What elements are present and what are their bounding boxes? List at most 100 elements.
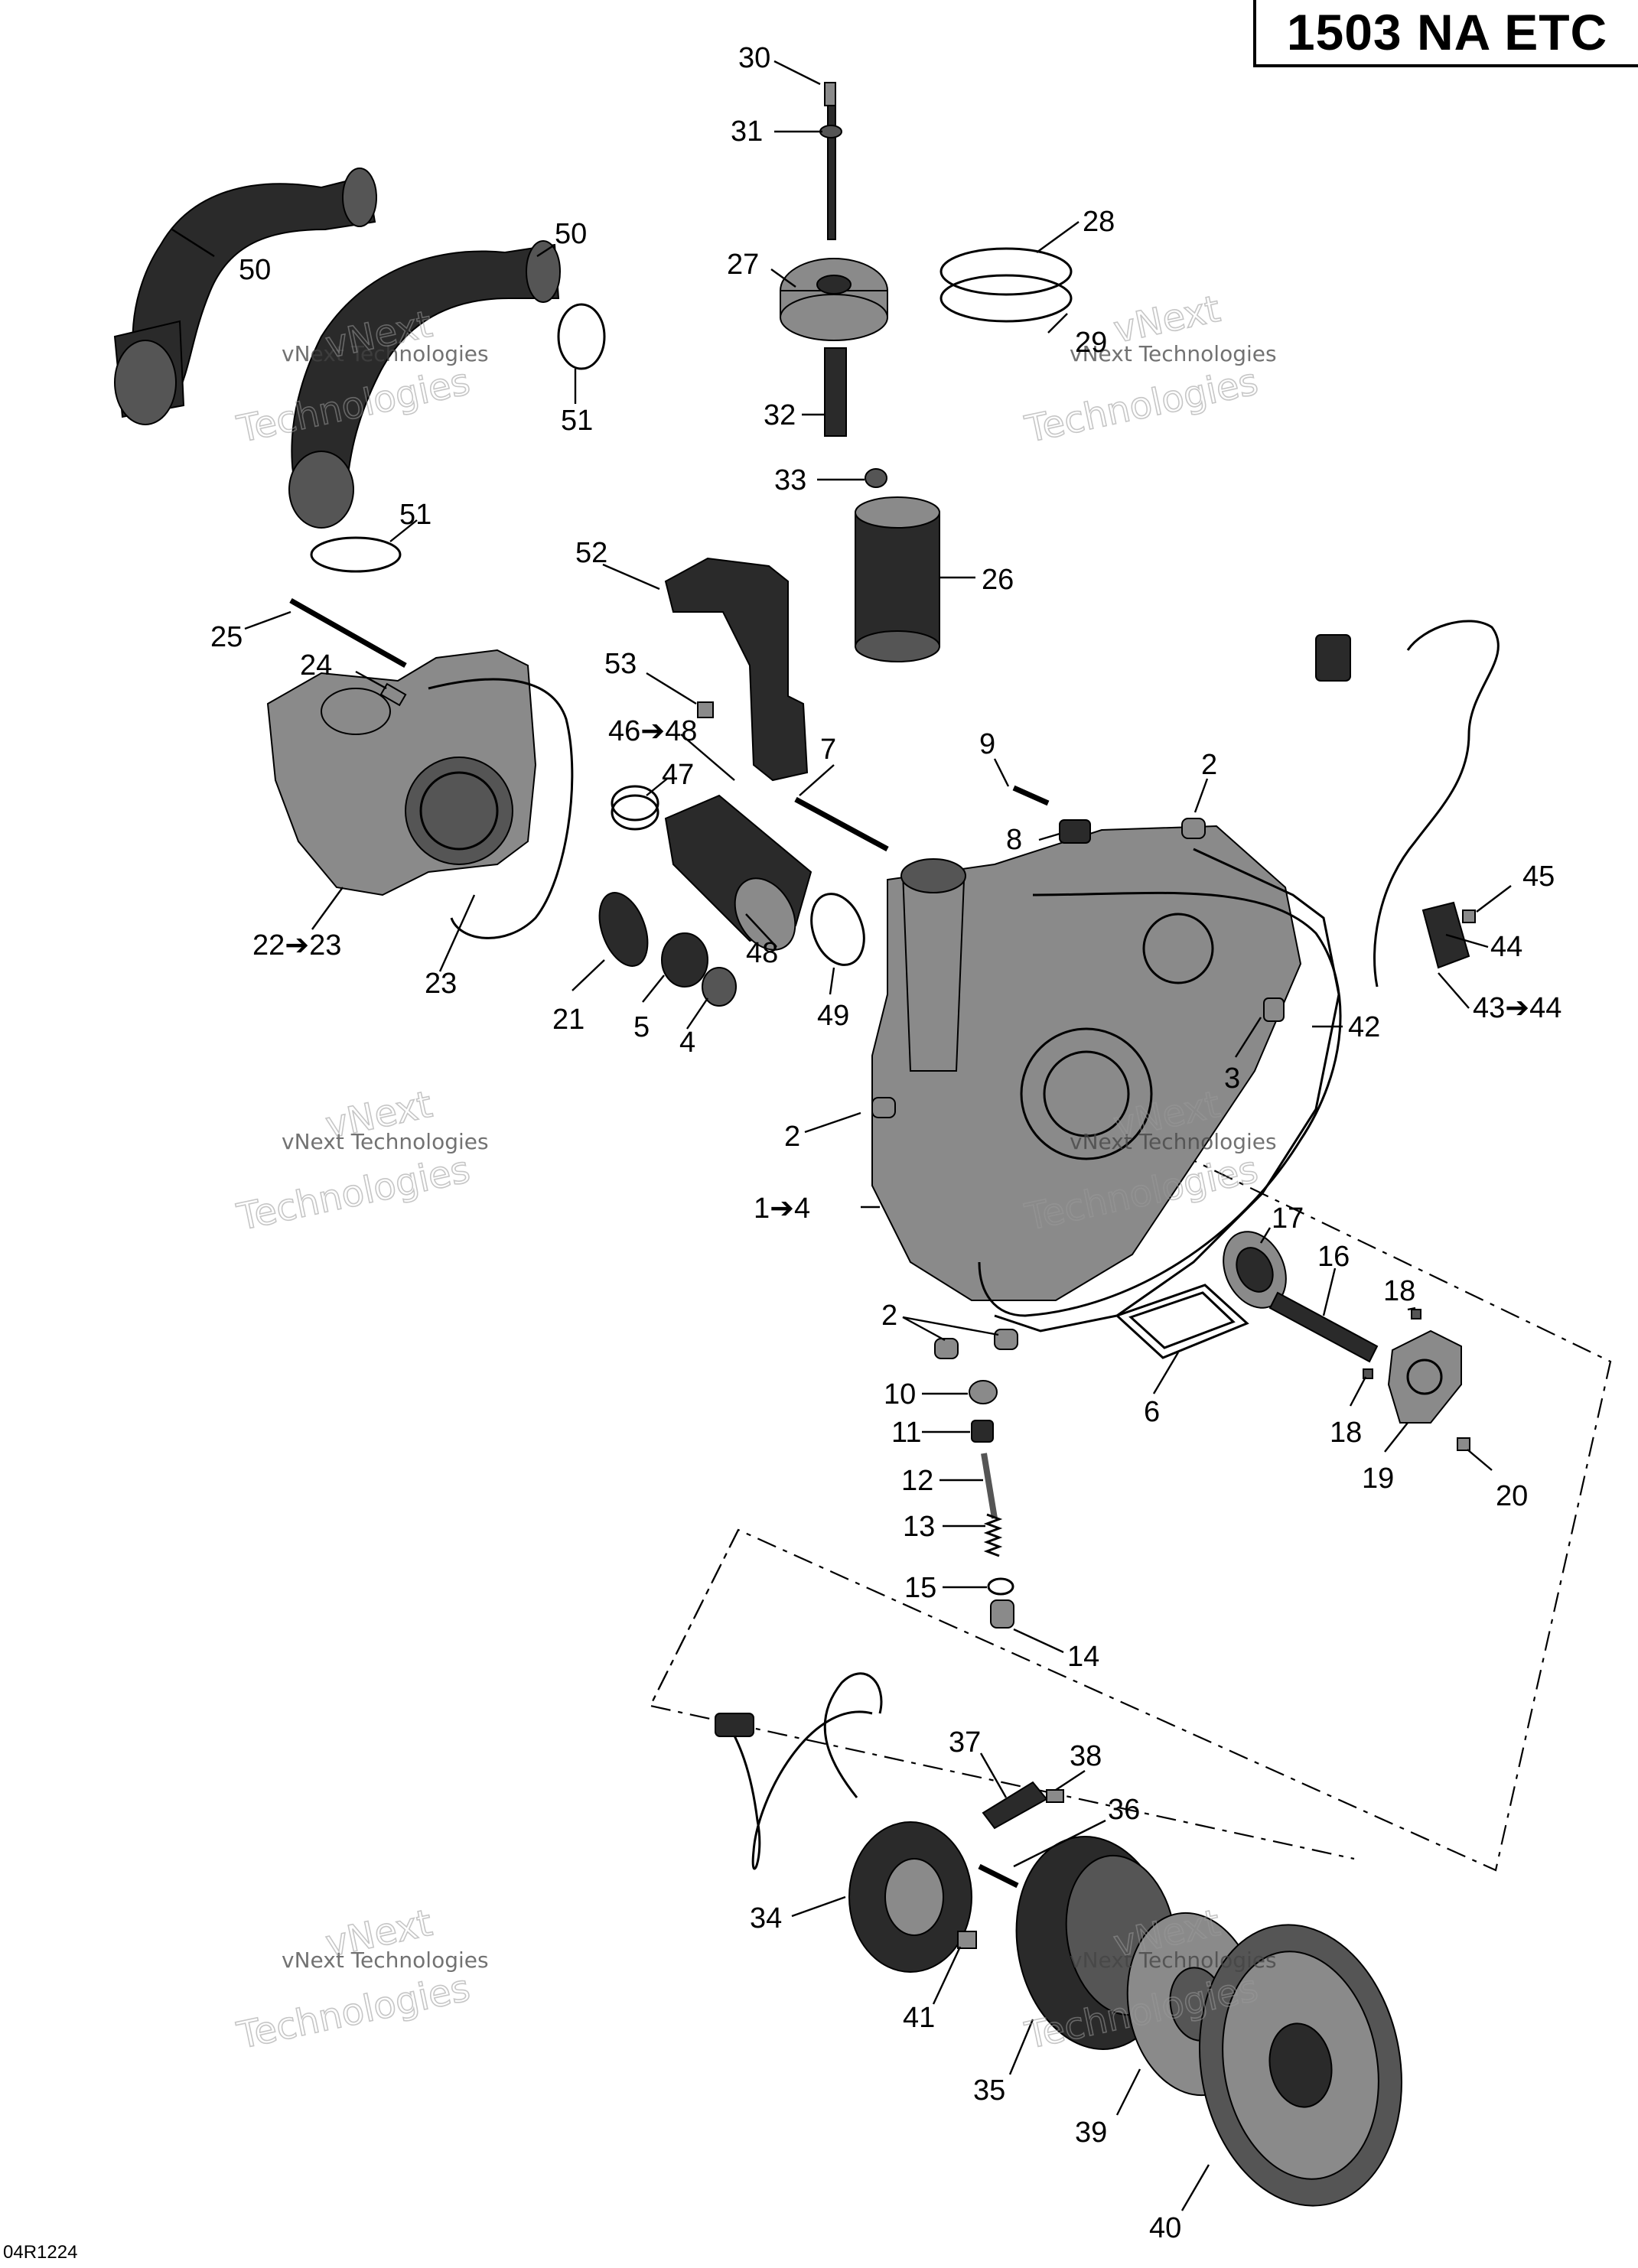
bearing-4 [702,967,737,1007]
svg-text:Technologies: Technologies [233,1967,474,2058]
callout-27: 27 [727,249,759,281]
leader-lines [171,60,1512,2211]
bracket-52 [664,557,809,782]
pin-18-a [1411,1309,1421,1319]
callout-10: 10 [884,1378,916,1411]
shaft-16 [1268,1291,1379,1363]
filter-assembly [780,82,1073,662]
svg-text:vNext Technologies: vNext Technologies [1070,1129,1277,1154]
callout-44: 44 [1490,931,1522,963]
callout-43-44: 43➔44 [1473,992,1561,1024]
svg-text:vNext Technologies: vNext Technologies [282,1129,489,1154]
water-pump-housing [266,649,574,939]
callout-39: 39 [1075,2117,1107,2149]
callout-36: 36 [1108,1794,1140,1826]
svg-text:vNext Technologies: vNext Technologies [282,341,489,366]
callout-51-upper: 51 [561,405,593,437]
callout-9: 9 [979,728,995,760]
callout-21: 21 [552,1004,585,1036]
plug-2-bottom-a [934,1338,959,1359]
callout-45: 45 [1522,861,1555,893]
bolt-41 [957,1931,977,1949]
gasket-42 [994,848,1340,1332]
oil-pump-gear-17 [1223,1231,1287,1309]
callout-1-4: 1➔4 [754,1193,810,1225]
callout-16: 16 [1317,1241,1350,1273]
callout-7: 7 [820,734,836,766]
callout-31: 31 [731,116,763,148]
reference-code: 04R1224 [3,2242,78,2263]
callout-25: 25 [210,621,243,653]
callout-32: 32 [764,399,796,431]
stator-connector [715,1713,754,1737]
svg-text:vNext Technologies: vNext Technologies [1070,341,1277,366]
retainer-37 [982,1781,1048,1830]
callout-37: 37 [949,1726,981,1759]
callout-34: 34 [750,1902,782,1934]
svg-text:vNext Technologies: vNext Technologies [282,1947,489,1973]
svg-text:Technologies: Technologies [1021,360,1262,451]
svg-text:Technologies: Technologies [233,1148,474,1239]
callout-23: 23 [425,968,457,1000]
hose-50-left [113,168,377,425]
callout-24: 24 [300,649,332,682]
pin-18-b [1363,1368,1373,1379]
callout-46-48: 46➔48 [608,715,697,747]
sleeve-48 [664,794,812,951]
ring-gear-40 [1199,1924,1402,2207]
callout-52: 52 [575,537,607,569]
callout-2-left: 2 [784,1121,800,1153]
callout-2-top: 2 [1201,749,1217,781]
callout-11: 11 [891,1417,921,1449]
callout-30: 30 [738,42,770,74]
gasket-6 [1115,1284,1249,1359]
callout-51-lower: 51 [399,499,431,531]
screw-38 [1046,1789,1064,1803]
plug-14 [990,1599,1014,1629]
assembly-dash-boundary-2 [650,1529,739,1707]
cap-10 [969,1380,998,1404]
callout-5: 5 [633,1011,650,1043]
callout-33: 33 [774,464,806,496]
bolt-24 [379,682,407,707]
callout-47: 47 [662,759,694,791]
spring-13 [983,1513,1003,1557]
callout-49: 49 [817,1000,849,1032]
svg-text:vNext Technologies: vNext Technologies [1070,1947,1277,1973]
callout-50-right: 50 [555,218,587,250]
screw-45 [1462,909,1476,923]
callout-14: 14 [1067,1641,1099,1673]
callout-17: 17 [1272,1202,1304,1235]
callout-18-top: 18 [1383,1275,1415,1307]
callout-38: 38 [1070,1740,1102,1772]
stator-34 [725,1672,972,1973]
watermark-5: vNext Technologies Technologies vNext [233,1901,489,2058]
sensor-8 [1059,819,1091,844]
plug-3 [1263,997,1285,1022]
bolt-7 [794,796,889,852]
pump-cover-19 [1387,1329,1462,1424]
callout-22-23: 22➔23 [252,929,341,962]
plug-2-top [1181,818,1206,839]
ring-49 [810,893,865,966]
callout-15: 15 [904,1572,936,1604]
clamp-51-upper [557,303,606,370]
gasket-6-inner [1128,1291,1236,1349]
hose-50-right [288,240,561,529]
bolt-25 [289,597,407,669]
callout-50-left: 50 [239,254,271,286]
screw-53 [697,701,714,718]
callout-20: 20 [1496,1480,1528,1512]
callout-3: 3 [1224,1062,1240,1095]
callout-28: 28 [1083,206,1115,238]
callout-18-bottom: 18 [1330,1417,1362,1449]
speed-sensor-43 [1315,620,1500,988]
callout-35: 35 [973,2074,1005,2107]
pin-12 [981,1453,998,1519]
o-ring-15 [987,1577,1014,1596]
callout-48: 48 [746,937,778,969]
callout-8: 8 [1006,824,1022,856]
magneto-housing [871,825,1342,1317]
bolt-9 [1012,785,1050,806]
